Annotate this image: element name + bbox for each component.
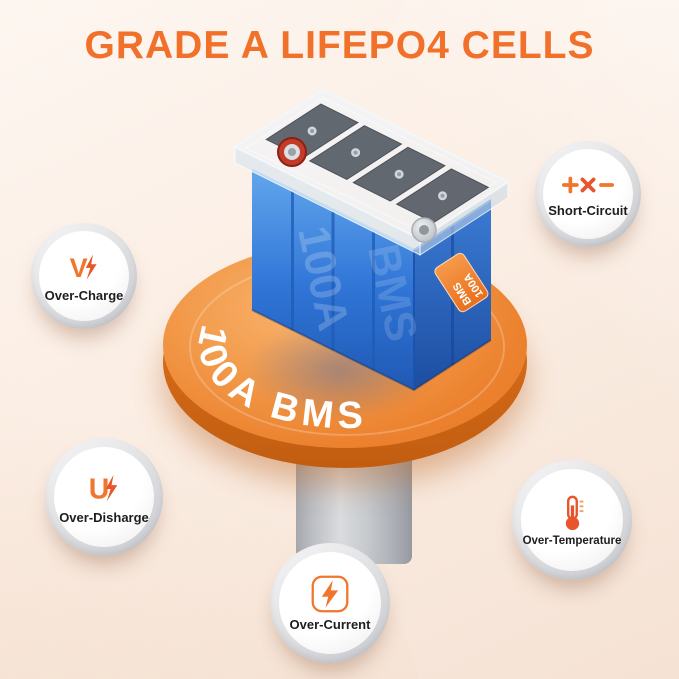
svg-text:U: U	[89, 473, 110, 505]
voltage-v-bolt-icon: V	[66, 249, 102, 285]
page-title: GRADE A LIFEPO4 CELLS	[84, 24, 595, 67]
feature-label-over-disharge: Over-Disharge	[59, 509, 149, 525]
feature-badge-over-disharge: U Over-Disharge	[45, 438, 163, 556]
positive-terminal-red-ring	[277, 137, 307, 167]
thermometer-icon	[553, 494, 591, 532]
bms-sticker: BMS 100A	[434, 252, 489, 313]
feature-label-over-current: Over-Current	[289, 617, 371, 632]
feature-badge-over-temperature: Over-Temperature	[512, 460, 632, 580]
svg-text:V: V	[70, 253, 88, 283]
feature-label-over-temperature: Over-Temperature	[522, 534, 622, 547]
feature-badge-over-current: Over-Current	[270, 543, 390, 663]
lightning-bolt-icon	[310, 574, 350, 614]
feature-label-over-charge: Over-Charge	[44, 288, 124, 303]
feature-badge-over-charge: V Over-Charge	[31, 223, 137, 329]
feature-label-short-circuit: Short-Circuit	[548, 203, 628, 218]
u-bolt-icon: U	[85, 469, 123, 507]
feature-badge-short-circuit: Short-Circuit	[535, 141, 641, 247]
plus-x-minus-icon	[562, 170, 614, 200]
battery-illustration: 100A BMS BMS 100A	[232, 88, 511, 392]
front-terminal-silver	[411, 217, 437, 243]
